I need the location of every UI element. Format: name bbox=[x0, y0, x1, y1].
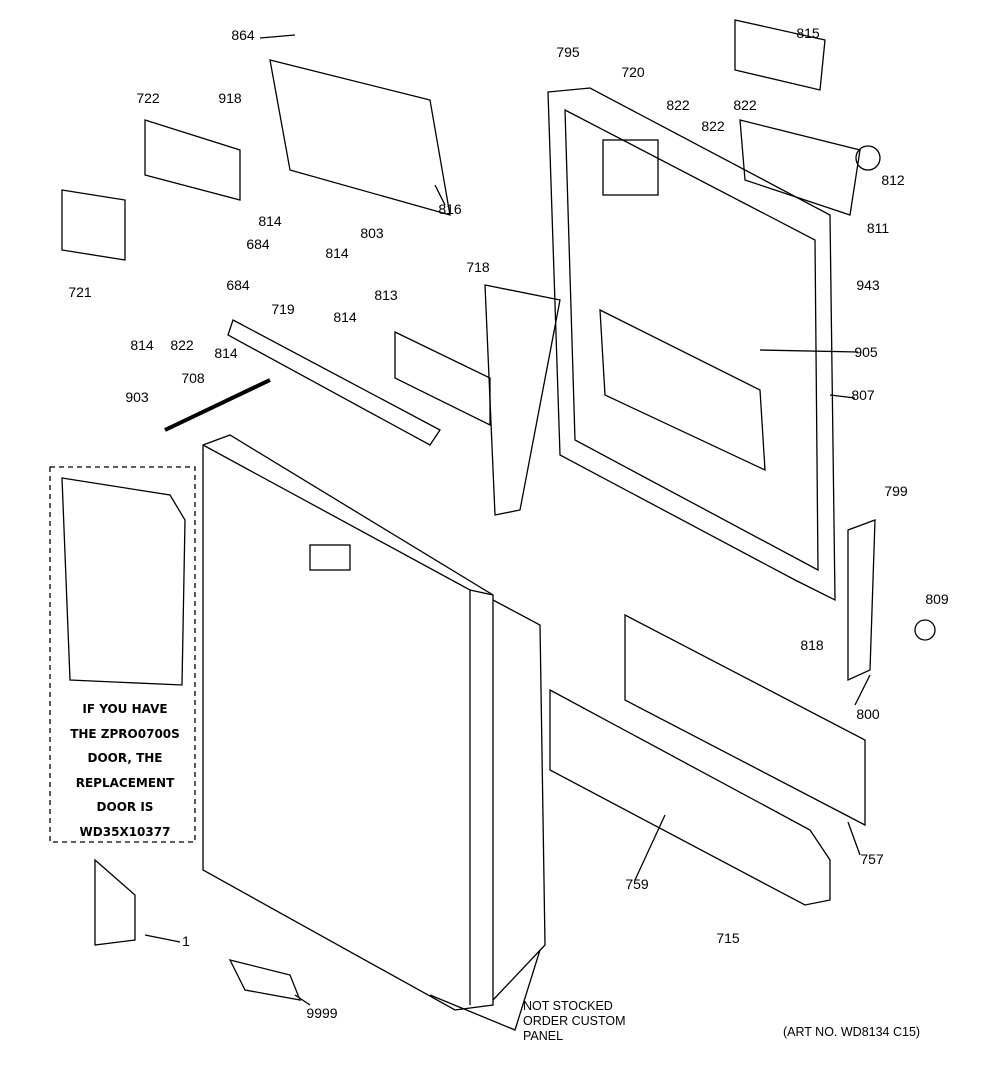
door-panel bbox=[202, 434, 494, 1011]
part-label-1: 1 bbox=[182, 933, 190, 949]
note-line: REPLACEMENT bbox=[75, 775, 175, 790]
part-label-815: 815 bbox=[796, 25, 820, 41]
control-panel bbox=[227, 319, 441, 446]
part-label-822: 822 bbox=[170, 337, 194, 353]
part-label-684: 684 bbox=[246, 236, 270, 252]
part-812 bbox=[855, 145, 881, 171]
detergent-dispenser bbox=[599, 308, 766, 472]
part-label-708: 708 bbox=[181, 370, 205, 386]
part-811 bbox=[739, 119, 861, 216]
part-label-943: 943 bbox=[856, 277, 880, 293]
part-label-800: 800 bbox=[856, 706, 880, 722]
part-label-814: 814 bbox=[130, 337, 154, 353]
part-label-905: 905 bbox=[854, 344, 878, 360]
part-label-864: 864 bbox=[231, 27, 255, 43]
part-label-903: 903 bbox=[125, 389, 149, 405]
inner-door-tub bbox=[547, 87, 836, 602]
note-line: IF YOU HAVE bbox=[82, 702, 168, 716]
vent-duct-718 bbox=[484, 284, 561, 516]
part-label-722: 722 bbox=[136, 90, 160, 106]
part-label-818: 818 bbox=[800, 637, 824, 653]
hinge-800 bbox=[847, 519, 876, 682]
part-label-822: 822 bbox=[666, 97, 690, 113]
part-label-813: 813 bbox=[374, 287, 398, 303]
replacement-door-note: IF YOU HAVE THE ZPRO0700S DOOR, THE REPL… bbox=[55, 697, 195, 844]
door-side-panel bbox=[492, 599, 546, 1001]
note-line: ORDER CUSTOM bbox=[523, 1014, 626, 1028]
part-label-715: 715 bbox=[716, 930, 740, 946]
part-label-799: 799 bbox=[884, 483, 908, 499]
actuator-722 bbox=[144, 119, 241, 201]
toe-kick-759 bbox=[549, 688, 831, 906]
part-label-814: 814 bbox=[325, 245, 349, 261]
ribbon-cable-903 bbox=[164, 378, 271, 432]
part-809 bbox=[914, 619, 936, 641]
note-line: DOOR IS bbox=[96, 800, 154, 814]
part-label-9999: 9999 bbox=[306, 1005, 337, 1021]
vent bbox=[602, 139, 659, 196]
replacement-door bbox=[61, 477, 186, 686]
part-label-795: 795 bbox=[556, 44, 580, 60]
note-line: DOOR, THE bbox=[87, 751, 163, 765]
part-label-822: 822 bbox=[701, 118, 725, 134]
kickplate-757 bbox=[624, 613, 866, 827]
part-label-719: 719 bbox=[271, 301, 295, 317]
part-label-811: 811 bbox=[867, 220, 890, 236]
part-label-822: 822 bbox=[733, 97, 757, 113]
note-line: PANEL bbox=[523, 1029, 564, 1043]
part-9999 bbox=[228, 959, 302, 1001]
not-stocked-note: NOT STOCKED ORDER CUSTOM PANEL bbox=[523, 999, 626, 1044]
part-label-684: 684 bbox=[226, 277, 250, 293]
literature-1 bbox=[94, 858, 136, 946]
part-721 bbox=[61, 189, 126, 261]
part-label-803: 803 bbox=[360, 225, 384, 241]
part-label-814: 814 bbox=[333, 309, 357, 325]
note-line: NOT STOCKED bbox=[523, 999, 613, 1013]
part-label-759: 759 bbox=[625, 876, 649, 892]
part-label-809: 809 bbox=[925, 591, 949, 607]
part-label-816: 816 bbox=[438, 201, 462, 217]
part-label-807: 807 bbox=[851, 387, 875, 403]
part-label-814: 814 bbox=[258, 213, 282, 229]
note-line: THE ZPRO0700S bbox=[70, 726, 180, 741]
part-label-720: 720 bbox=[621, 64, 645, 80]
art-number: (ART NO. WD8134 C15) bbox=[783, 1025, 921, 1039]
bracket-813 bbox=[394, 330, 491, 427]
part-label-918: 918 bbox=[218, 90, 242, 106]
bracket-816 bbox=[269, 59, 451, 216]
part-label-757: 757 bbox=[860, 851, 884, 867]
note-line: WD35X10377 bbox=[79, 824, 171, 839]
part-label-812: 812 bbox=[881, 172, 905, 188]
part-label-718: 718 bbox=[466, 259, 490, 275]
door-handle bbox=[309, 544, 351, 571]
part-label-721: 721 bbox=[68, 284, 92, 300]
part-815 bbox=[734, 19, 826, 91]
part-label-814: 814 bbox=[214, 345, 238, 361]
replacement-door-box bbox=[49, 466, 196, 843]
